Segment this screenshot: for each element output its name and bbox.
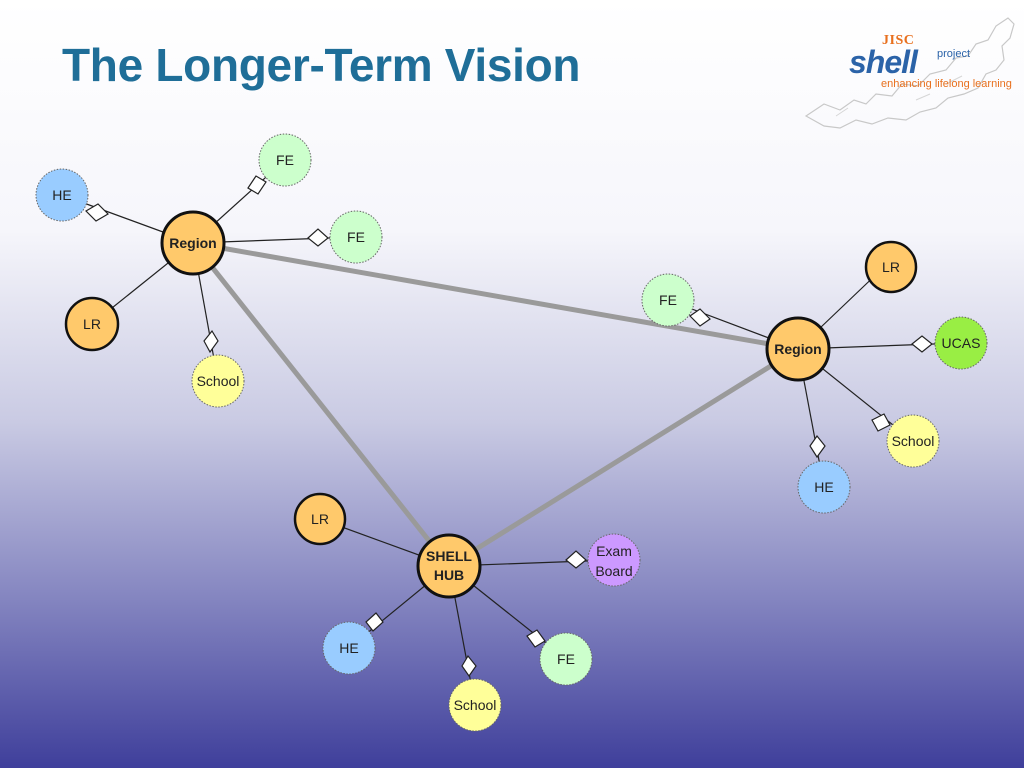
trunk-region-left-to-region-right: [192, 240, 799, 352]
fe-node[interactable]: [258, 133, 312, 187]
diamond-connector: [809, 434, 826, 459]
region-right-cluster: Region LR FE UCAS School HE: [641, 240, 988, 514]
shell-hub-node[interactable]: [416, 533, 482, 599]
fe-label: FE: [659, 292, 677, 308]
school-node[interactable]: [886, 414, 940, 468]
lr-label: LR: [83, 316, 101, 332]
diamond-connector: [565, 550, 587, 569]
he-node[interactable]: [35, 168, 89, 222]
slide-title: The Longer-Term Vision: [62, 39, 581, 91]
hub-cluster: SHELL HUB LR Exam Board HE FE School: [293, 492, 641, 732]
diamond-connector: [307, 228, 329, 247]
he-node[interactable]: [322, 621, 376, 675]
diamond-connector: [871, 413, 891, 432]
school-node[interactable]: [191, 354, 245, 408]
diamond-connector: [85, 203, 109, 222]
logo-project-text: project: [937, 48, 971, 60]
he-label: HE: [339, 640, 358, 656]
he-label: HE: [814, 479, 833, 495]
hub-label-line2: HUB: [434, 567, 464, 583]
diamond-connector: [911, 335, 933, 353]
region-right-node[interactable]: [765, 316, 831, 382]
shell-logo-text: shell: [849, 44, 918, 80]
diamond-connector: [365, 612, 384, 632]
lr-label: LR: [882, 259, 900, 275]
he-node[interactable]: [797, 460, 851, 514]
exam-board-label-line2: Board: [595, 563, 632, 579]
ucas-label: UCAS: [942, 335, 981, 351]
exam-board-node[interactable]: [587, 533, 641, 587]
fe-node[interactable]: [641, 273, 695, 327]
diamond-connector: [689, 308, 711, 327]
diamond-connector: [461, 654, 477, 678]
fe-label: FE: [347, 229, 365, 245]
he-label: HE: [52, 187, 71, 203]
trunk-links: [191, 240, 800, 569]
school-label: School: [197, 373, 240, 389]
diamond-connectors: [85, 175, 933, 678]
region-right-label: Region: [774, 341, 821, 357]
fe-node[interactable]: [539, 632, 593, 686]
hub-label-line1: SHELL: [426, 548, 472, 564]
region-left-label: Region: [169, 235, 216, 251]
ucas-node[interactable]: [934, 316, 988, 370]
lr-label: LR: [311, 511, 329, 527]
diamond-connector: [247, 175, 267, 195]
trunk-region-left-to-hub: [191, 241, 451, 568]
fe-node[interactable]: [329, 210, 383, 264]
trunk-region-right-to-hub: [447, 346, 800, 569]
school-label: School: [454, 697, 497, 713]
region-left-cluster: Region HE FE FE LR School: [35, 133, 383, 408]
region-left-node[interactable]: [160, 210, 226, 276]
diamond-connector: [526, 629, 546, 648]
diamond-connector: [203, 329, 219, 354]
school-label: School: [892, 433, 935, 449]
lr-node[interactable]: [864, 240, 918, 294]
school-node[interactable]: [448, 678, 502, 732]
logo-tagline: enhancing lifelong learning: [881, 78, 1012, 90]
exam-board-label-line1: Exam: [596, 543, 632, 559]
jisc-logo-text: JISC: [882, 33, 915, 48]
fe-label: FE: [557, 651, 575, 667]
lr-node[interactable]: [64, 296, 120, 352]
lr-node[interactable]: [293, 492, 347, 546]
fe-label: FE: [276, 152, 294, 168]
wales-map-outline: [804, 17, 1015, 129]
